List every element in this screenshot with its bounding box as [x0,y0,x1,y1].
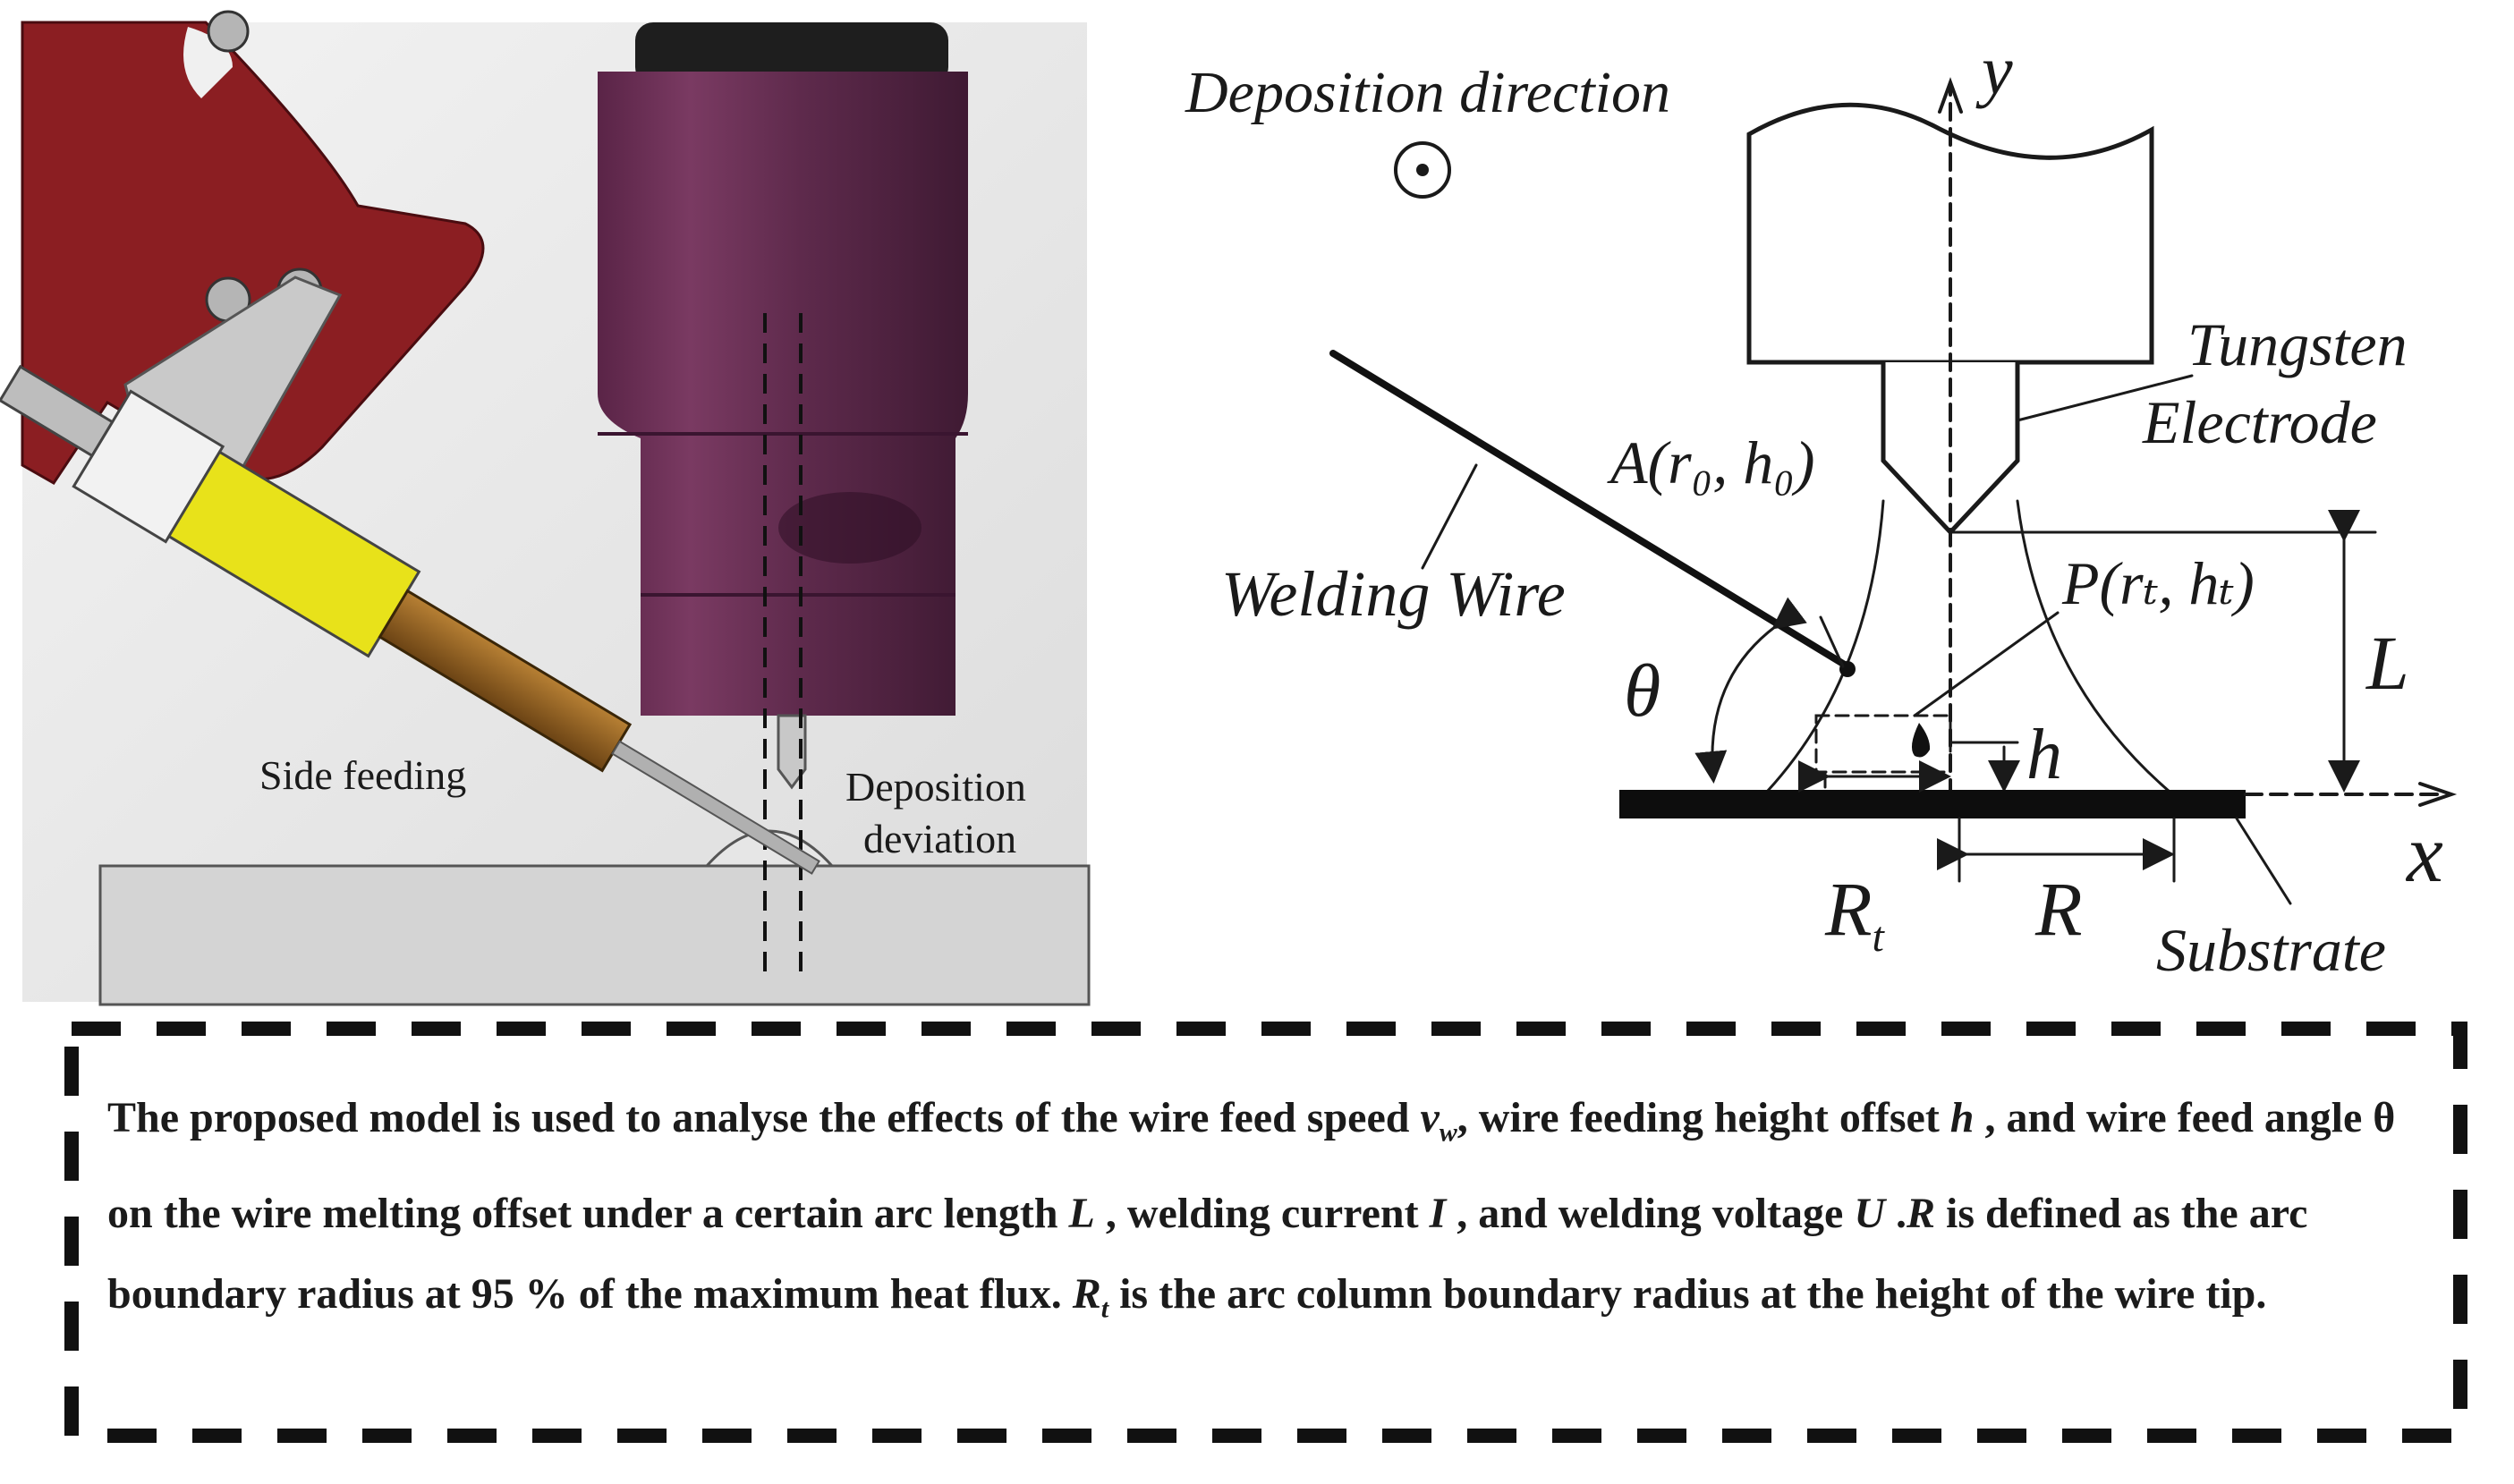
arc-length-label: L [2365,620,2409,706]
deposition-deviation-label: Deposition [845,764,1026,810]
theta-angle-arc [1694,597,1807,784]
tungsten-label: Tungsten [2187,310,2408,378]
torch-nozzle [598,72,968,716]
wire-leader [1421,463,1478,570]
y-axis-arrow [1938,77,1963,114]
caption-box-border [64,1022,2467,1443]
wire-tip-droplet [1911,723,1931,758]
nozzle-shadow [778,492,922,564]
caption-text: The proposed model is used to analyse th… [107,1094,2396,1324]
x-axis-arrow [2418,782,2458,807]
cad-rendering: Side feeding Deposition deviation [0,10,1091,1006]
out-of-page-dot [1416,164,1429,176]
y-axis-label: y [1975,31,2013,109]
filler-wire [611,740,820,875]
welding-wire-label: Welding Wire [1221,558,1566,630]
deposition-deviation-label-2: deviation [863,816,1016,861]
deposition-direction-label: Deposition direction [1185,60,1670,125]
substrate-label: Substrate [2156,916,2386,984]
point-a-label: A(r₀, h₀) [1607,428,1815,496]
point-p-leader [1913,611,2060,717]
arc-schematic: Deposition direction y Welding Wire A(r₀… [1185,31,2458,984]
substrate-leader [2235,817,2292,905]
theta-label: θ [1624,649,1660,733]
tungsten-leader [2016,374,2194,422]
substrate-bar [1619,790,2246,818]
point-a-leader [1819,615,1845,668]
out-of-page-icon [1394,141,1451,199]
r-label: R [2034,866,2083,952]
substrate-plate [98,864,1091,1006]
wire-tip-region [1814,714,1952,774]
rt-label: Rt [1824,866,1886,961]
h-label: h [2026,716,2062,794]
side-feeding-label: Side feeding [259,752,466,798]
electrode-label: Electrode [2142,388,2377,456]
x-axis-label: x [2405,808,2443,899]
wire-feeder [0,364,820,875]
point-p-label: P(rₜ, hₜ) [2061,549,2255,617]
arc-boundary-left [1765,499,1885,793]
bolt-icon [207,10,250,53]
arc-boundary-right [2016,499,2171,793]
torch-cap [635,22,948,85]
